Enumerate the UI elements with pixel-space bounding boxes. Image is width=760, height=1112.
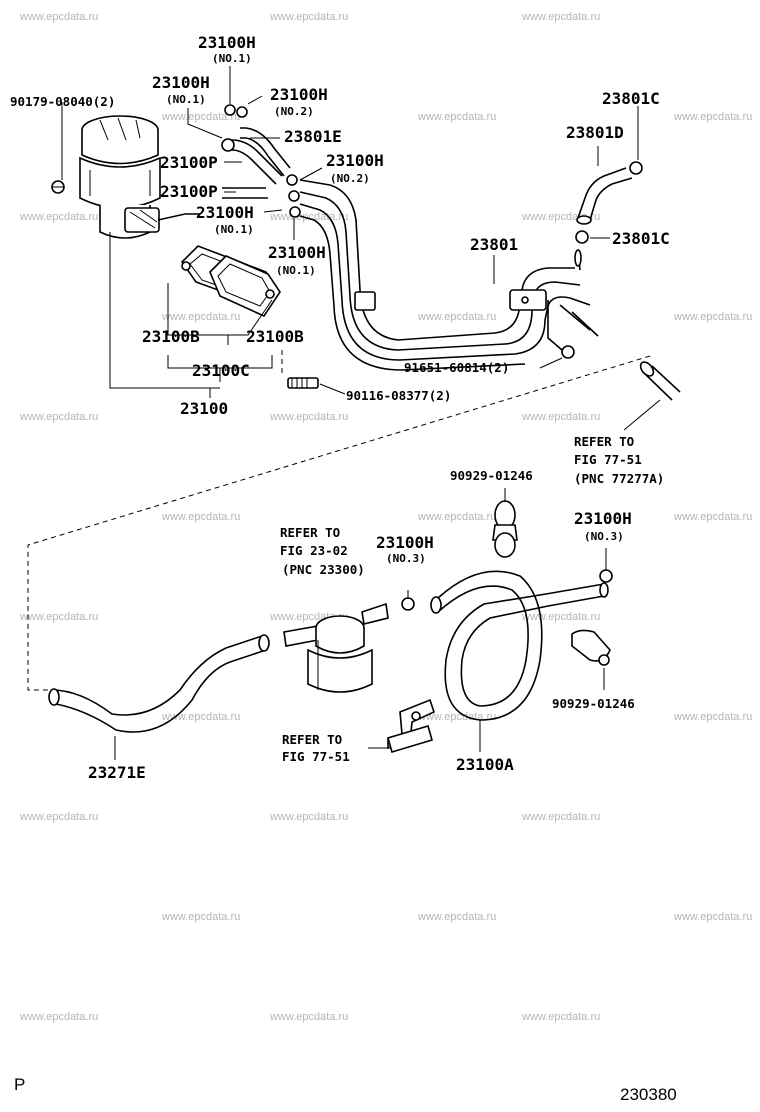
label-no3-right: (NO.3) bbox=[584, 530, 624, 543]
corner-letter: P bbox=[14, 1075, 25, 1094]
watermark-layer: www.epcdata.ru www.epcdata.ru www.epcdata.… bbox=[19, 11, 752, 1023]
hose-23271e bbox=[48, 634, 270, 760]
watermark-text: www.epcdata.ru bbox=[417, 111, 496, 123]
hose-clamps-top bbox=[221, 104, 301, 218]
gaskets-23100b bbox=[180, 245, 281, 318]
part-labels: 23100H (NO.1) 90179-08040(2) 23100H (NO.… bbox=[10, 33, 670, 782]
label-23100b-right: 23100B bbox=[246, 327, 304, 346]
label-90116-08377: 90116-08377(2) bbox=[346, 388, 451, 403]
watermark-text: www.epcdata.ru bbox=[673, 111, 752, 123]
label-no1-left: (NO.1) bbox=[166, 93, 206, 106]
label-90179-08040: 90179-08040(2) bbox=[10, 94, 115, 109]
label-23100c: 23100C bbox=[192, 361, 250, 380]
label-23100h-no2-mid: 23100H bbox=[326, 151, 384, 170]
watermark-text: www.epcdata.ru bbox=[269, 211, 348, 223]
watermark-text: www.epcdata.ru bbox=[673, 311, 752, 323]
dashed-connector bbox=[27, 355, 651, 691]
label-no1-mid: (NO.1) bbox=[214, 223, 254, 236]
watermark-text: www.epcdata.ru bbox=[19, 11, 98, 23]
label-no2-top: (NO.2) bbox=[274, 105, 314, 118]
filter-bracket bbox=[368, 698, 435, 753]
watermark-text: www.epcdata.ru bbox=[269, 411, 348, 423]
watermark-text: www.epcdata.ru bbox=[417, 511, 496, 523]
label-refer-to-1: REFER TO bbox=[574, 434, 634, 449]
label-refer-to-2: REFER TO bbox=[280, 525, 340, 540]
label-91651-60814: 91651-60814(2) bbox=[404, 360, 509, 375]
stud-90116 bbox=[281, 350, 319, 389]
figure-code: 230380 bbox=[620, 1085, 677, 1104]
fuel-pump bbox=[51, 115, 200, 239]
watermark-text: www.epcdata.ru bbox=[417, 911, 496, 923]
label-23801: 23801 bbox=[470, 235, 518, 254]
watermark-text: www.epcdata.ru bbox=[19, 811, 98, 823]
watermark-text: www.epcdata.ru bbox=[269, 11, 348, 23]
watermark-text: www.epcdata.ru bbox=[673, 511, 752, 523]
watermark-text: www.epcdata.ru bbox=[19, 411, 98, 423]
label-fig-77-51-3: FIG 77-51 bbox=[282, 749, 350, 764]
label-90929-01246-bottom: 90929-01246 bbox=[552, 696, 635, 711]
label-23100p-upper: 23100P bbox=[160, 153, 218, 172]
label-no1-low: (NO.1) bbox=[276, 264, 316, 277]
watermark-text: www.epcdata.ru bbox=[161, 311, 240, 323]
watermark-text: www.epcdata.ru bbox=[521, 611, 600, 623]
label-23100h-no1-top: 23100H bbox=[198, 33, 256, 52]
watermark-text: www.epcdata.ru bbox=[19, 1011, 98, 1023]
watermark-text: www.epcdata.ru bbox=[161, 511, 240, 523]
label-23271e: 23271E bbox=[88, 763, 146, 782]
return-hose-stub bbox=[623, 361, 681, 431]
watermark-text: www.epcdata.ru bbox=[673, 911, 752, 923]
watermark-text: www.epcdata.ru bbox=[161, 911, 240, 923]
hose-clamps-no3 bbox=[401, 548, 613, 611]
clamp-90929-upper bbox=[492, 488, 518, 558]
label-90929-01246-top: 90929-01246 bbox=[450, 468, 533, 483]
label-23100h-no1-left: 23100H bbox=[152, 73, 210, 92]
label-23100: 23100 bbox=[180, 399, 228, 418]
label-pnc-77277a: (PNC 77277A) bbox=[574, 471, 664, 486]
label-23100h-no1-low: 23100H bbox=[268, 243, 326, 262]
leader-lines bbox=[61, 66, 639, 395]
label-23801e: 23801E bbox=[284, 127, 342, 146]
watermark-text: www.epcdata.ru bbox=[521, 11, 600, 23]
label-23100b-left: 23100B bbox=[142, 327, 200, 346]
label-no2-mid: (NO.2) bbox=[330, 172, 370, 185]
hose-23100a bbox=[430, 570, 609, 752]
label-23100h-no1-mid: 23100H bbox=[196, 203, 254, 222]
label-23100h-no3-right: 23100H bbox=[574, 509, 632, 528]
fuel-filter bbox=[283, 602, 389, 693]
watermark-text: www.epcdata.ru bbox=[417, 311, 496, 323]
watermark-text: www.epcdata.ru bbox=[269, 1011, 348, 1023]
watermark-text: www.epcdata.ru bbox=[673, 711, 752, 723]
fuel-pipes-23801 bbox=[299, 179, 599, 371]
label-23801c-top: 23801C bbox=[602, 89, 660, 108]
clamp-90929-lower bbox=[571, 629, 611, 690]
watermark-text: www.epcdata.ru bbox=[161, 711, 240, 723]
hose-23801d bbox=[575, 161, 643, 244]
label-23100h-no2-top: 23100H bbox=[270, 85, 328, 104]
label-refer-to-3: REFER TO bbox=[282, 732, 342, 747]
label-23100p-lower: 23100P bbox=[160, 182, 218, 201]
watermark-text: www.epcdata.ru bbox=[19, 611, 98, 623]
label-fig-23-02: FIG 23-02 bbox=[280, 543, 348, 558]
label-23100h-no3-left: 23100H bbox=[376, 533, 434, 552]
screw-91651 bbox=[547, 300, 575, 359]
label-23801c-low: 23801C bbox=[612, 229, 670, 248]
label-23100a: 23100A bbox=[456, 755, 514, 774]
watermark-text: www.epcdata.ru bbox=[19, 211, 98, 223]
watermark-text: www.epcdata.ru bbox=[521, 811, 600, 823]
label-no3-left: (NO.3) bbox=[386, 552, 426, 565]
label-pnc-23300: (PNC 23300) bbox=[282, 562, 365, 577]
watermark-text: www.epcdata.ru bbox=[521, 1011, 600, 1023]
grouping-brackets bbox=[109, 232, 273, 398]
watermark-text: www.epcdata.ru bbox=[269, 811, 348, 823]
label-no1-top: (NO.1) bbox=[212, 52, 252, 65]
watermark-text: www.epcdata.ru bbox=[521, 411, 600, 423]
label-23801d: 23801D bbox=[566, 123, 624, 142]
watermark-text: www.epcdata.ru bbox=[161, 111, 240, 123]
label-fig-77-51-1: FIG 77-51 bbox=[574, 452, 642, 467]
